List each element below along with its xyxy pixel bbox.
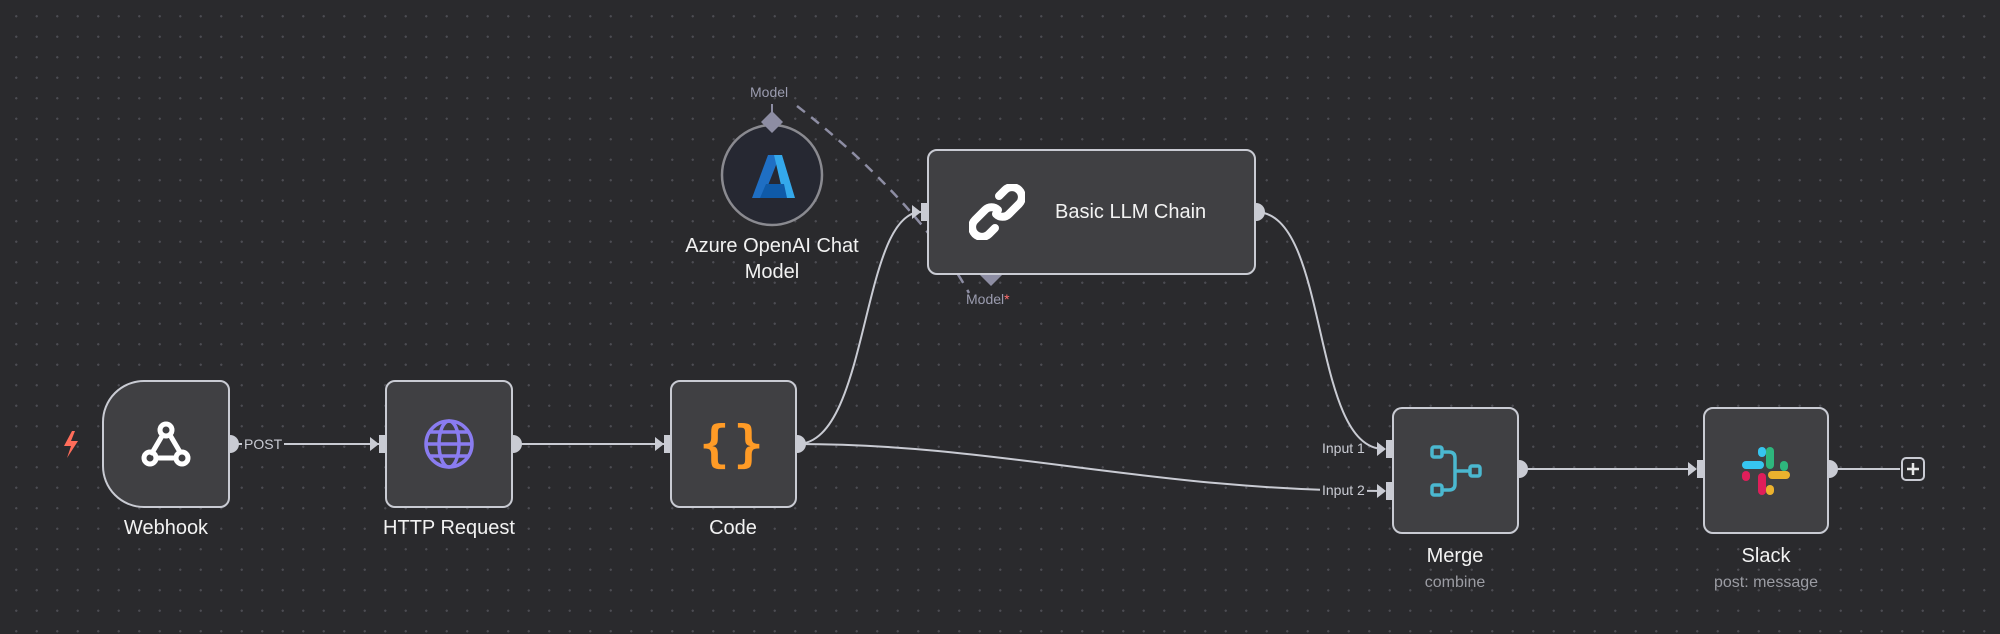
llm-model-input-text: Model [966, 291, 1005, 307]
slack-icon [1742, 446, 1790, 495]
llm-model-input-label: Model* [966, 291, 1010, 307]
code-braces-icon: {} [699, 415, 768, 473]
edge-llm-merge [1255, 211, 1385, 450]
merge-node[interactable] [1392, 407, 1519, 534]
merge-subtitle: combine [1424, 574, 1486, 591]
add-node-button[interactable] [1901, 457, 1925, 481]
merge-input1-label: Input 1 [1322, 440, 1365, 456]
basic-llm-chain-label: Basic LLM Chain [1055, 200, 1207, 223]
trigger-bolt-icon [64, 431, 78, 458]
slack-input-handle [1697, 460, 1703, 478]
azure-model-output-handle [761, 111, 783, 133]
webhook-icon [141, 421, 191, 467]
azure-label-line2: Model [744, 261, 800, 283]
http-request-label: HTTP Request [383, 517, 515, 539]
edge-code-llm [796, 211, 922, 445]
azure-icon [752, 155, 795, 198]
http-request-node[interactable] [385, 380, 513, 508]
required-mark: * [1004, 291, 1010, 307]
slack-label: Slack [1741, 545, 1791, 567]
webhook-output-label: POST [242, 436, 285, 452]
slack-subtitle: post: message [1713, 574, 1819, 591]
merge-label: Merge [1426, 545, 1484, 567]
slack-node[interactable] [1703, 407, 1829, 534]
azure-label-line1: Azure OpenAI Chat [685, 235, 859, 257]
basic-llm-chain-node[interactable]: Basic LLM Chain [927, 149, 1256, 275]
code-input-handle [664, 435, 670, 453]
merge-icon [1429, 444, 1482, 497]
code-node[interactable]: {} [670, 380, 797, 508]
http-input-handle [379, 435, 385, 453]
globe-icon [424, 419, 474, 469]
webhook-node[interactable] [102, 380, 230, 508]
code-label: Code [709, 517, 757, 539]
azure-model-output-label: Model [750, 84, 789, 100]
azure-label: Azure OpenAI Chat Model [685, 233, 858, 285]
llm-input-handle [921, 203, 927, 221]
edge-azure-llm-model [796, 105, 971, 294]
merge-input2-handle [1386, 482, 1392, 500]
webhook-label: Webhook [123, 517, 209, 539]
merge-input1-handle [1386, 440, 1392, 458]
edge-code-merge [796, 443, 1385, 492]
link-chain-icon [969, 184, 1025, 240]
merge-input2-label: Input 2 [1320, 482, 1367, 498]
